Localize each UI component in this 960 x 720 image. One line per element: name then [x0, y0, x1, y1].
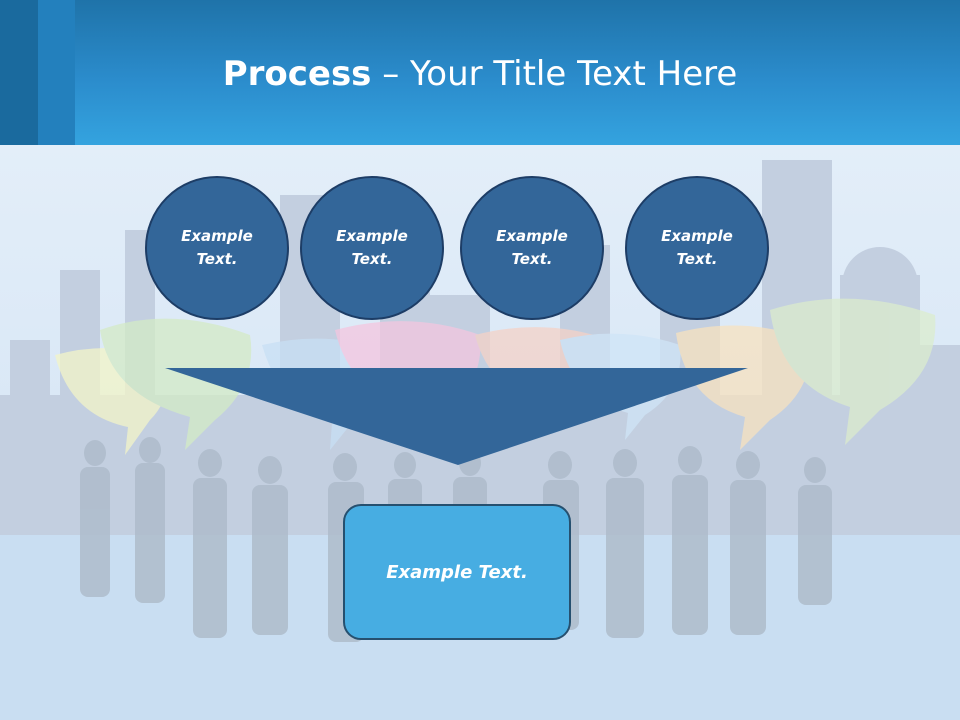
header-accent-stripe-light [38, 0, 75, 145]
title-bold: Process [222, 54, 372, 94]
funnel-arrow [165, 368, 748, 465]
process-step-circle-1: Example Text. [145, 176, 289, 320]
circle-label: Example Text. [336, 227, 408, 268]
process-step-circle-2: Example Text. [300, 176, 444, 320]
title-bar: Process – Your Title Text Here [0, 0, 960, 145]
page-title: Process – Your Title Text Here [0, 52, 960, 96]
process-step-circle-3: Example Text. [460, 176, 604, 320]
title-rest: – Your Title Text Here [371, 54, 738, 94]
circle-label: Example Text. [661, 227, 733, 268]
result-box: Example Text. [343, 504, 571, 640]
process-step-circle-4: Example Text. [625, 176, 769, 320]
circle-label: Example Text. [181, 227, 253, 268]
header-accent-stripe [0, 0, 38, 145]
result-box-label: Example Text. [386, 561, 528, 583]
circle-label: Example Text. [496, 227, 568, 268]
